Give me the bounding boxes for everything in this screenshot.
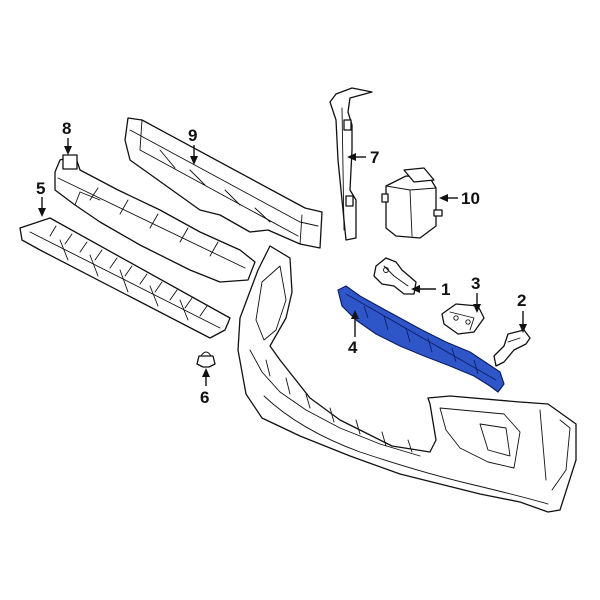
- callout-1: 1: [411, 280, 450, 299]
- part-3-bracket: [441, 303, 485, 335]
- callout-3: 3: [471, 274, 481, 313]
- callout-label-4: 4: [348, 338, 358, 357]
- callout-label-2: 2: [517, 291, 526, 310]
- callout-label-5: 5: [36, 179, 45, 198]
- callout-7: 7: [347, 148, 379, 167]
- callout-label-6: 6: [200, 388, 209, 407]
- callout-label-10: 10: [461, 189, 480, 208]
- bumper-cover: [237, 245, 577, 513]
- part-5-lower-deflector: [19, 217, 231, 339]
- callout-label-8: 8: [62, 119, 71, 138]
- part-8-energy-absorber: [54, 154, 256, 283]
- callout-6: 6: [200, 368, 210, 407]
- callout-9: 9: [188, 126, 198, 165]
- callout-5: 5: [36, 179, 46, 217]
- callout-label-1: 1: [441, 280, 450, 299]
- callout-label-9: 9: [188, 126, 197, 145]
- part-7-side-bracket: [329, 87, 373, 241]
- callout-label-7: 7: [370, 148, 379, 167]
- callout-label-3: 3: [471, 274, 480, 293]
- callout-10: 10: [439, 189, 480, 208]
- part-9-impact-bar: [124, 117, 323, 249]
- part-1-mount-bracket: [373, 257, 417, 295]
- part-2-corner-bracket: [493, 329, 531, 367]
- part-6-push-clip: [196, 351, 216, 368]
- callout-2: 2: [517, 291, 527, 333]
- part-10-sensor-module: [381, 167, 443, 239]
- part-4-bumper-support: [337, 285, 505, 393]
- callout-4: 4: [348, 310, 359, 357]
- callout-8: 8: [62, 119, 72, 155]
